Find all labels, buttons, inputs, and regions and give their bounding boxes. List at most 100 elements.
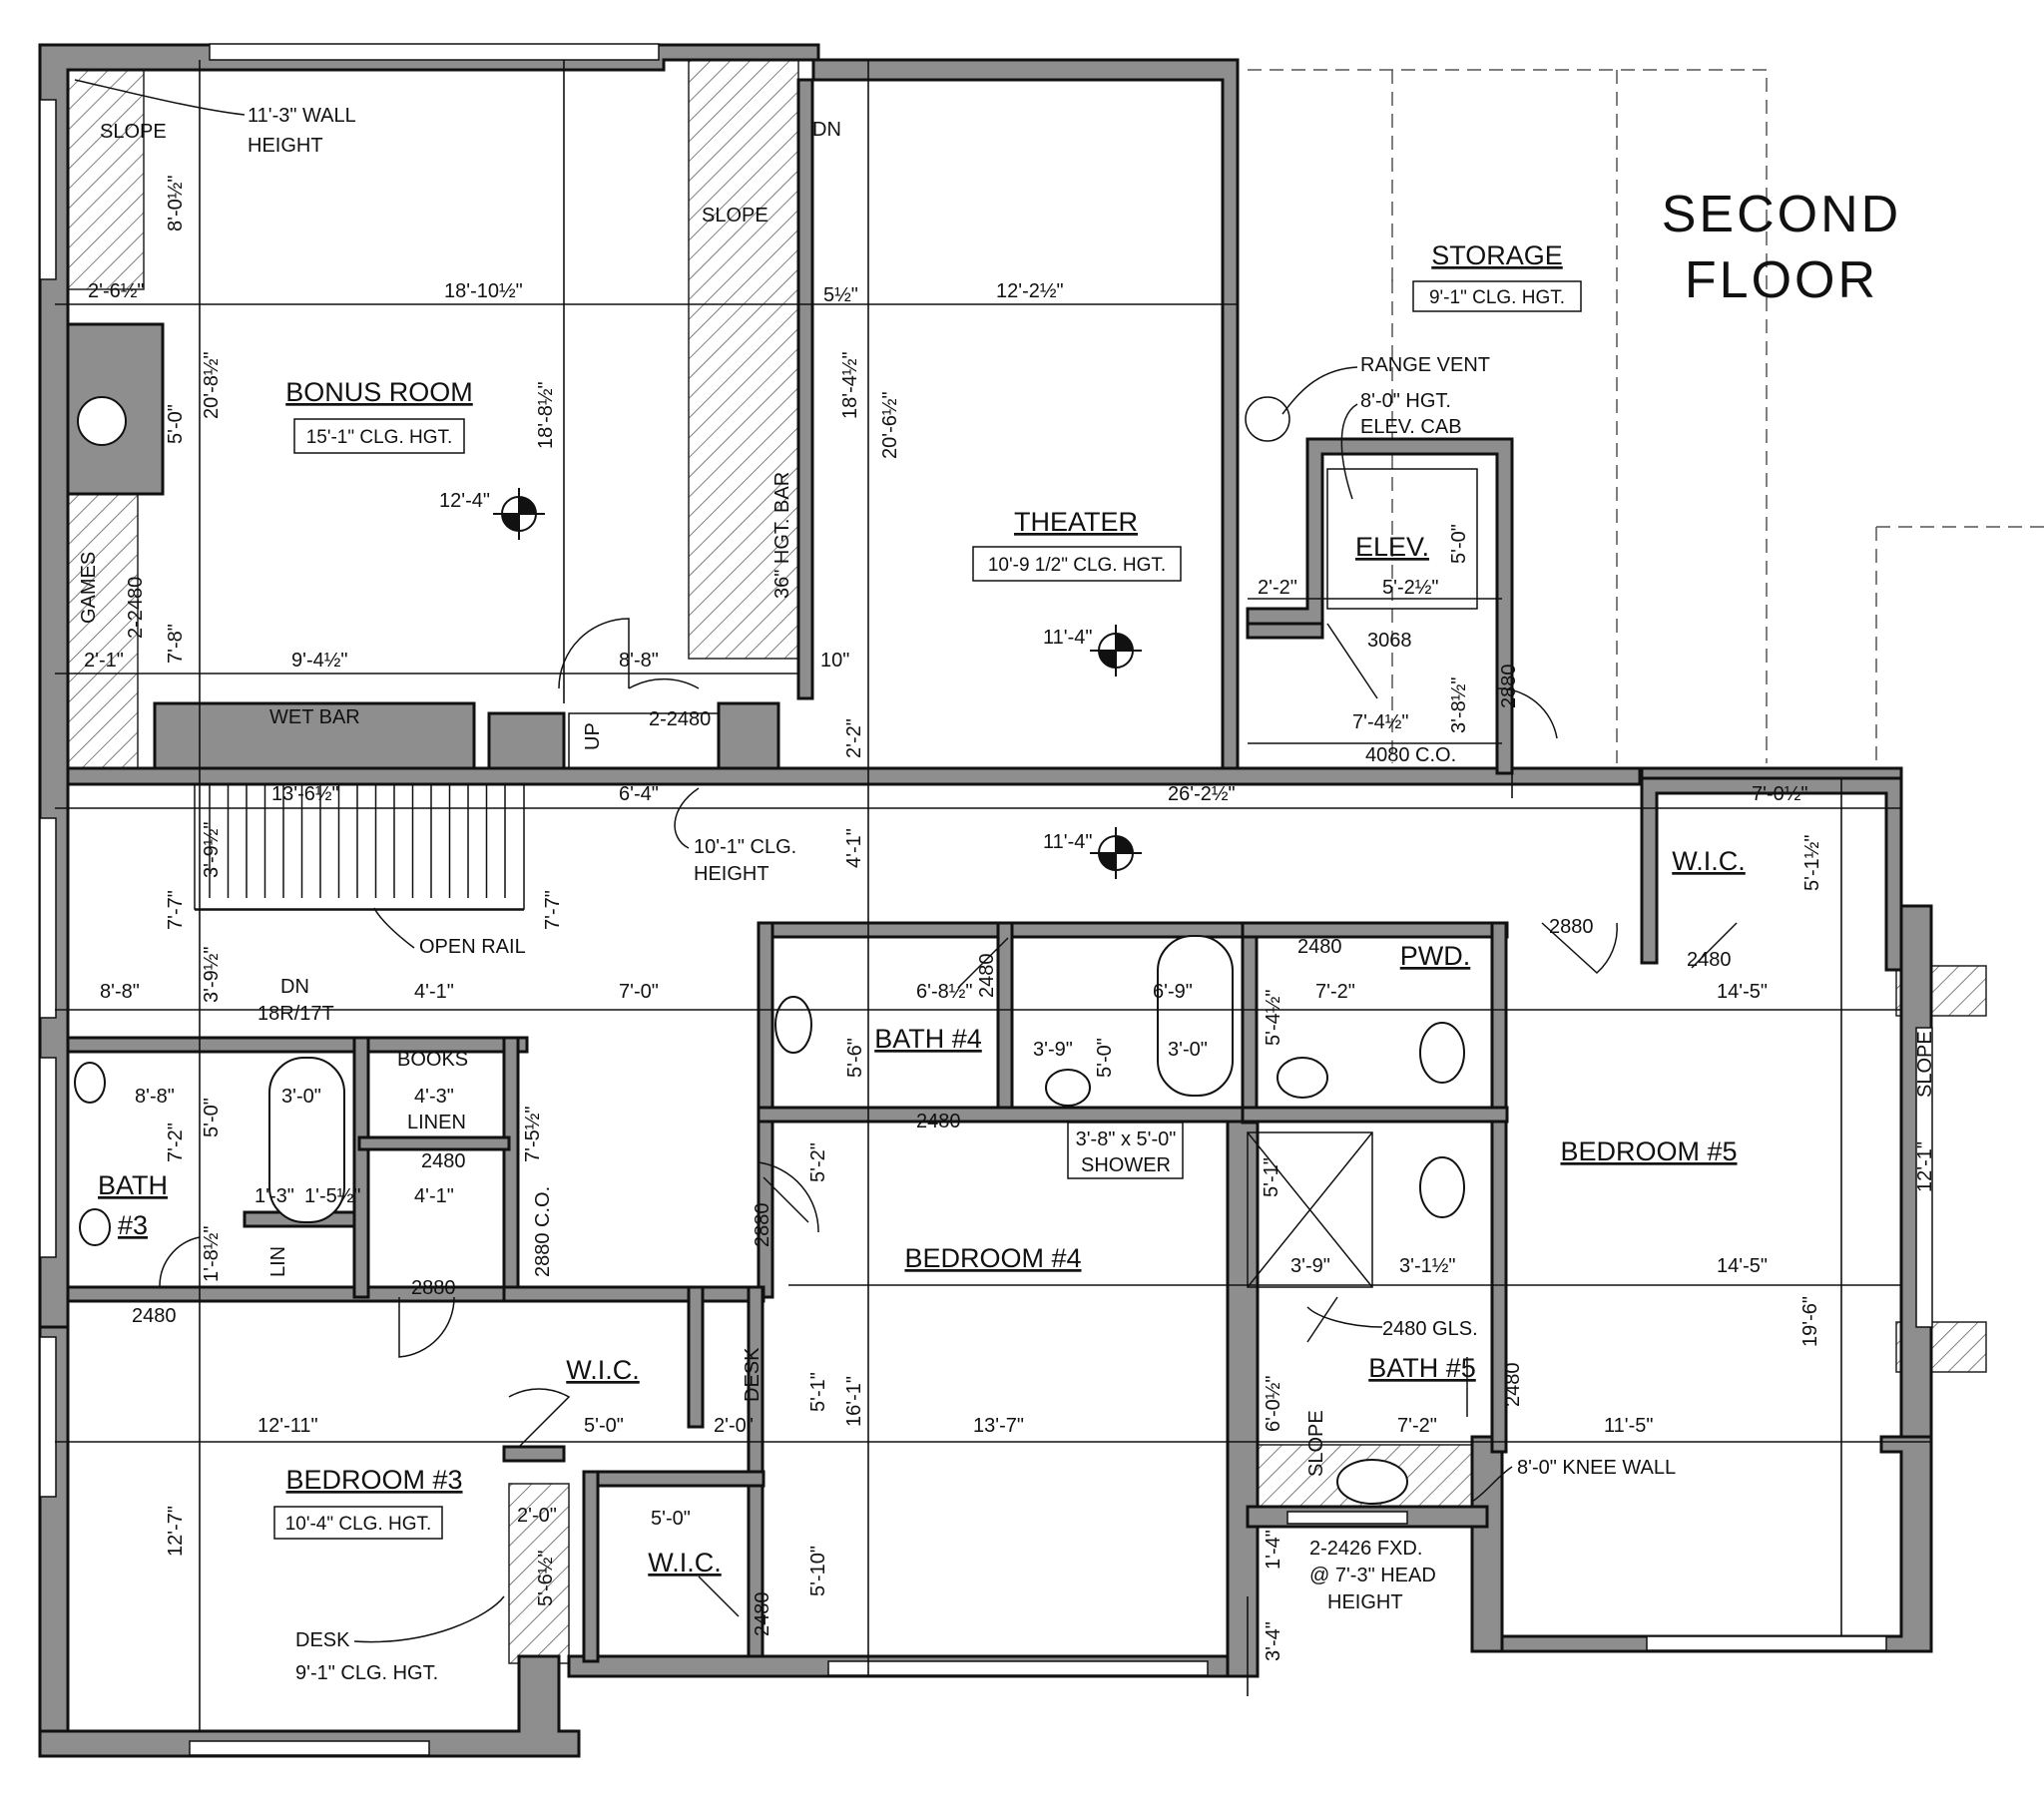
dim-text: 8'-8" <box>100 981 140 1003</box>
dim-text: 5'-0" <box>201 1098 223 1137</box>
dim-text: 3'-1½" <box>1399 1255 1456 1277</box>
label-slope-3: SLOPE <box>1305 1410 1327 1477</box>
dim-text: 12'-1" <box>1914 1141 1936 1192</box>
dim-text: 14'-5" <box>1717 981 1768 1003</box>
dim-text: 2'-0" <box>517 1505 557 1527</box>
label-hall-clg-2: HEIGHT <box>694 863 769 885</box>
dim-text: 3'-9½" <box>201 821 223 878</box>
dim-text: 2480 <box>421 1150 466 1172</box>
dim-text: 7'-4½" <box>1352 711 1409 733</box>
dim-text: 2480 <box>1502 1363 1524 1408</box>
dim-text: 2480 <box>132 1305 177 1327</box>
dim-text: 2480 <box>976 954 998 999</box>
dimension-lines <box>55 60 1931 1731</box>
label-up: UP <box>582 722 604 750</box>
dim-text: 11'-4" <box>1043 831 1092 853</box>
label-gls: 2480 GLS. <box>1382 1318 1478 1340</box>
dim-text: 2480 <box>1297 936 1342 958</box>
dim-text: 6'-0½" <box>1263 1375 1284 1432</box>
room-wic-3: W.I.C. <box>648 1548 722 1577</box>
label-slope-1: SLOPE <box>100 121 167 143</box>
label-bar: 36" HGT. BAR <box>771 472 793 599</box>
fixtures <box>74 396 1478 1505</box>
dim-text: 2'-2" <box>1258 577 1297 599</box>
dim-text: 2880 <box>1498 665 1520 709</box>
label-games: GAMES <box>78 552 100 624</box>
label-games-dim: 2-2480 <box>125 577 147 639</box>
dim-text: 6'-4" <box>619 783 659 805</box>
dim-text: 8'-8" <box>135 1086 175 1108</box>
dim-text: 20'-8½" <box>201 351 223 419</box>
label-dn-stairs: 18R/17T <box>257 1003 334 1025</box>
dim-text: 13'-6½" <box>271 783 339 805</box>
dim-text: 7'-0" <box>619 981 659 1003</box>
dim-text: 7'-2" <box>1315 981 1355 1003</box>
room-bed3: BEDROOM #3 <box>285 1465 462 1495</box>
label-slope-4: SLOPE <box>1914 1031 1936 1098</box>
room-bath4: BATH #4 <box>874 1024 982 1054</box>
dim-text: 5'-2" <box>807 1142 829 1182</box>
dim-text: 4'-1" <box>414 981 454 1003</box>
interior-walls <box>66 78 1903 1663</box>
room-bath3-a: BATH <box>98 1170 168 1200</box>
dim-text: 5'-6½" <box>535 1550 557 1606</box>
dim-text: 3'-9" <box>1033 1039 1073 1061</box>
dim-text: 5'-0" <box>584 1415 624 1437</box>
label-co-2880: 2880 C.O. <box>532 1186 554 1277</box>
dimension-texts: 18'-10½" 2'-6½" 8'-0½" 20'-8½" 5'-0" 18'… <box>84 175 1936 1661</box>
dim-text: 5½" <box>823 284 858 306</box>
dim-text: 4'-3" <box>414 1086 454 1108</box>
dim-text: 1'-4" <box>1263 1530 1284 1570</box>
title-line-2: FLOOR <box>1685 251 1878 309</box>
dim-text: 9'-4½" <box>291 650 348 672</box>
dim-text: 8'-8" <box>619 650 659 672</box>
label-lin: LIN <box>267 1246 289 1277</box>
label-elev-cab-2: ELEV. CAB <box>1360 416 1462 438</box>
dim-text: 13'-7" <box>973 1415 1024 1437</box>
room-bath3-b: #3 <box>118 1210 148 1240</box>
room-bath5: BATH #5 <box>1368 1353 1476 1383</box>
label-shower-1: 3'-8" x 5'-0" <box>1076 1128 1177 1150</box>
room-bonus-clg: 15'-1" CLG. HGT. <box>306 427 453 448</box>
dim-text: 2'-2" <box>843 718 865 758</box>
label-elev-cab-1: 8'-0" HGT. <box>1360 390 1451 412</box>
dim-text: 3'-9" <box>1290 1255 1330 1277</box>
dim-text: 1'-3" <box>255 1185 294 1207</box>
dim-text: 11'-4" <box>1043 627 1092 649</box>
dim-text: 4'-1" <box>414 1185 454 1207</box>
label-desk-clg: 9'-1" CLG. HGT. <box>295 1662 438 1684</box>
dim-text: 7'-5½" <box>522 1106 544 1162</box>
dim-text: 14'-5" <box>1717 1255 1768 1277</box>
room-theater-clg: 10'-9 1/2" CLG. HGT. <box>988 555 1166 576</box>
room-wic-2: W.I.C. <box>566 1355 640 1385</box>
dim-text: 2880 <box>411 1277 456 1299</box>
room-storage-clg: 9'-1" CLG. HGT. <box>1429 287 1565 308</box>
dim-text: 11'-5" <box>1604 1415 1653 1437</box>
dim-text: 2'-0" <box>714 1415 754 1437</box>
dim-text: 5'-2½" <box>1382 577 1439 599</box>
dim-text: 12'-11" <box>257 1415 318 1437</box>
label-fxd-1: 2-2426 FXD. <box>1309 1538 1422 1560</box>
dim-text: 19'-6" <box>1799 1296 1821 1347</box>
room-bonus: BONUS ROOM <box>285 377 473 407</box>
room-bed5: BEDROOM #5 <box>1560 1136 1737 1166</box>
dim-text: 7'-2" <box>1397 1415 1437 1437</box>
dim-text: 18'-8½" <box>535 381 557 449</box>
label-range-vent: RANGE VENT <box>1360 354 1490 376</box>
dim-text: 2'-6½" <box>88 280 145 302</box>
dim-text: 12'-2½" <box>996 280 1064 302</box>
windows <box>39 43 1933 1756</box>
dim-text: 10" <box>820 650 849 672</box>
room-elev: ELEV. <box>1355 532 1429 562</box>
room-bed3-clg: 10'-4" CLG. HGT. <box>285 1514 432 1535</box>
dim-text: 1'-8½" <box>201 1225 223 1282</box>
dim-text: 7'-0½" <box>1752 783 1808 805</box>
label-wall-height-1: 11'-3" WALL <box>248 105 356 127</box>
label-open-rail: OPEN RAIL <box>419 936 526 958</box>
label-co-4080: 4080 C.O. <box>1365 744 1456 766</box>
dim-text: 5'-0" <box>1448 524 1470 564</box>
leader-lines <box>74 79 1513 1643</box>
label-fxd-2: @ 7'-3" HEAD <box>1309 1565 1436 1586</box>
room-wic-1: W.I.C. <box>1672 846 1746 876</box>
